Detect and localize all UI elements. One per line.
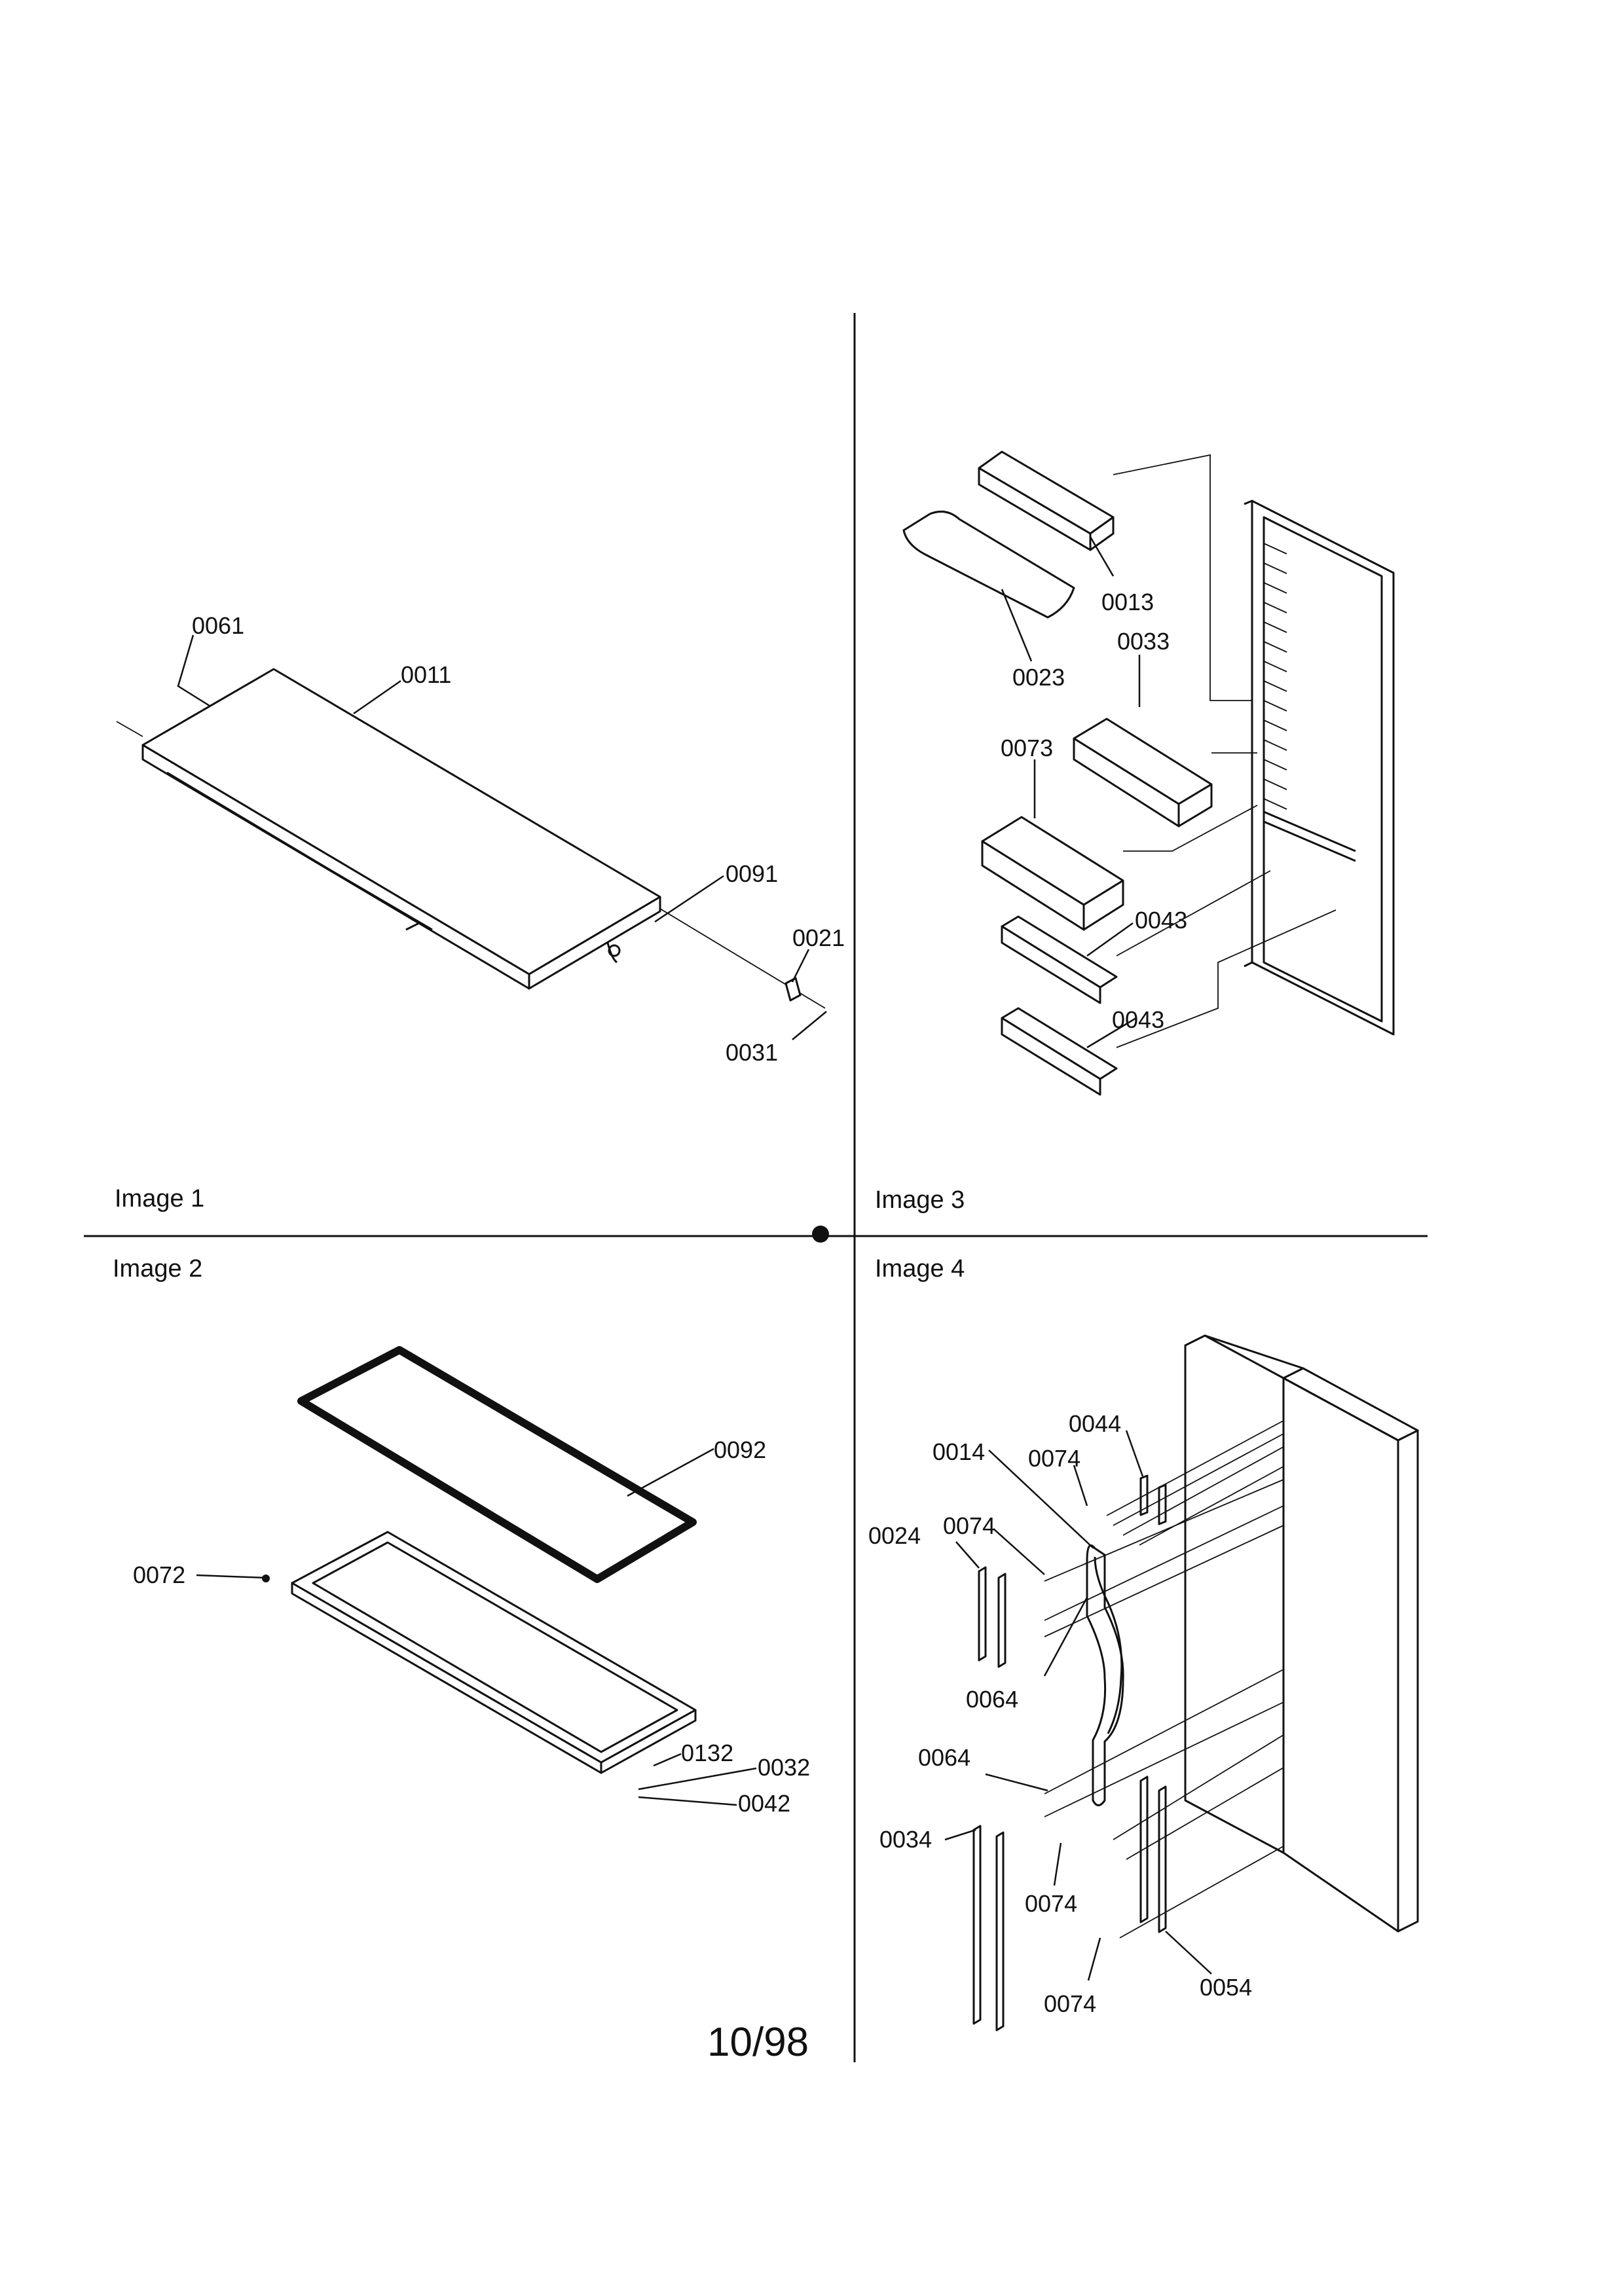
callout-0132: 0132 [681, 1740, 733, 1766]
image-2-glass-shelf-assembly: 0092 0072 0132 0032 0042 [133, 1346, 810, 1817]
panel-title-image-3: Image 3 [875, 1186, 965, 1214]
bin-0013-drawing [978, 450, 1115, 551]
panel-title-image-2: Image 2 [113, 1255, 202, 1283]
callout-0074-c: 0074 [1025, 1890, 1077, 1917]
callout-0064-b: 0064 [918, 1744, 970, 1771]
image-1-leaders [177, 634, 827, 1040]
bin-0073-drawing [981, 816, 1124, 931]
door-panels-drawing [1184, 1334, 1419, 1933]
trim-0024-drawing [978, 1566, 1006, 1668]
callout-0043-lower: 0043 [1112, 1006, 1164, 1033]
callout-0011: 0011 [401, 661, 451, 688]
trim-0034-drawing [972, 1825, 1005, 2032]
callout-0044: 0044 [1069, 1410, 1121, 1437]
callout-0031: 0031 [726, 1039, 778, 1066]
callout-0074-d: 0074 [1044, 1990, 1096, 2017]
image-2-leaders [196, 1448, 757, 1806]
bin-0043-lower-drawing [1001, 1007, 1118, 1096]
bin-0023-drawing [902, 510, 1075, 619]
panel-title-image-4: Image 4 [875, 1255, 965, 1283]
callout-0034: 0034 [879, 1826, 932, 1853]
quadrant-dividers [84, 313, 1428, 2062]
callout-0032: 0032 [758, 1754, 810, 1781]
callout-0091: 0091 [726, 860, 778, 887]
bin-0043-upper-drawing [1001, 915, 1118, 1004]
callout-0074-a: 0074 [1028, 1445, 1080, 1472]
callout-0021: 0021 [792, 924, 845, 951]
shelf-drawing [116, 668, 826, 1009]
image-4-leaders [944, 1430, 1212, 1981]
callout-0054: 0054 [1200, 1974, 1252, 2001]
date-code: 10/98 [707, 2020, 809, 2065]
image-1-shelf-assembly: 0061 0011 0091 0021 0031 [116, 612, 845, 1066]
liner-ribs [1263, 543, 1287, 810]
image-3-door-bins-assembly: 0013 0023 0033 0073 0043 0043 [902, 450, 1395, 1096]
screw-hole-lines [1044, 1420, 1284, 1939]
image-4-handle-assembly: 0044 0014 0074 0024 0074 0064 0064 0034 … [868, 1334, 1419, 2032]
bin-0033-drawing [1073, 718, 1213, 828]
lower-trim-0054-drawing [1139, 1776, 1167, 1933]
callout-0073: 0073 [1001, 735, 1053, 761]
image-3-leaders [1001, 454, 1337, 1049]
callout-0033: 0033 [1117, 628, 1170, 655]
callout-0042: 0042 [738, 1790, 790, 1817]
callout-0092: 0092 [714, 1436, 766, 1463]
callout-0061: 0061 [192, 612, 244, 639]
callout-0043-upper: 0043 [1135, 907, 1187, 934]
callout-0013: 0013 [1101, 589, 1154, 615]
callout-0074-b: 0074 [943, 1512, 995, 1539]
glass-panel-drawing [297, 1346, 697, 1583]
callout-0064-a: 0064 [966, 1686, 1018, 1713]
frame-drawing [291, 1531, 697, 1774]
callout-0024: 0024 [868, 1522, 921, 1549]
callout-0014: 0014 [932, 1438, 985, 1465]
callout-0072: 0072 [133, 1561, 185, 1588]
callout-0023: 0023 [1012, 664, 1065, 691]
panel-title-image-1: Image 1 [115, 1185, 204, 1212]
door-liner-drawing [1244, 500, 1395, 1036]
handle-0014-drawing [1086, 1544, 1124, 1806]
